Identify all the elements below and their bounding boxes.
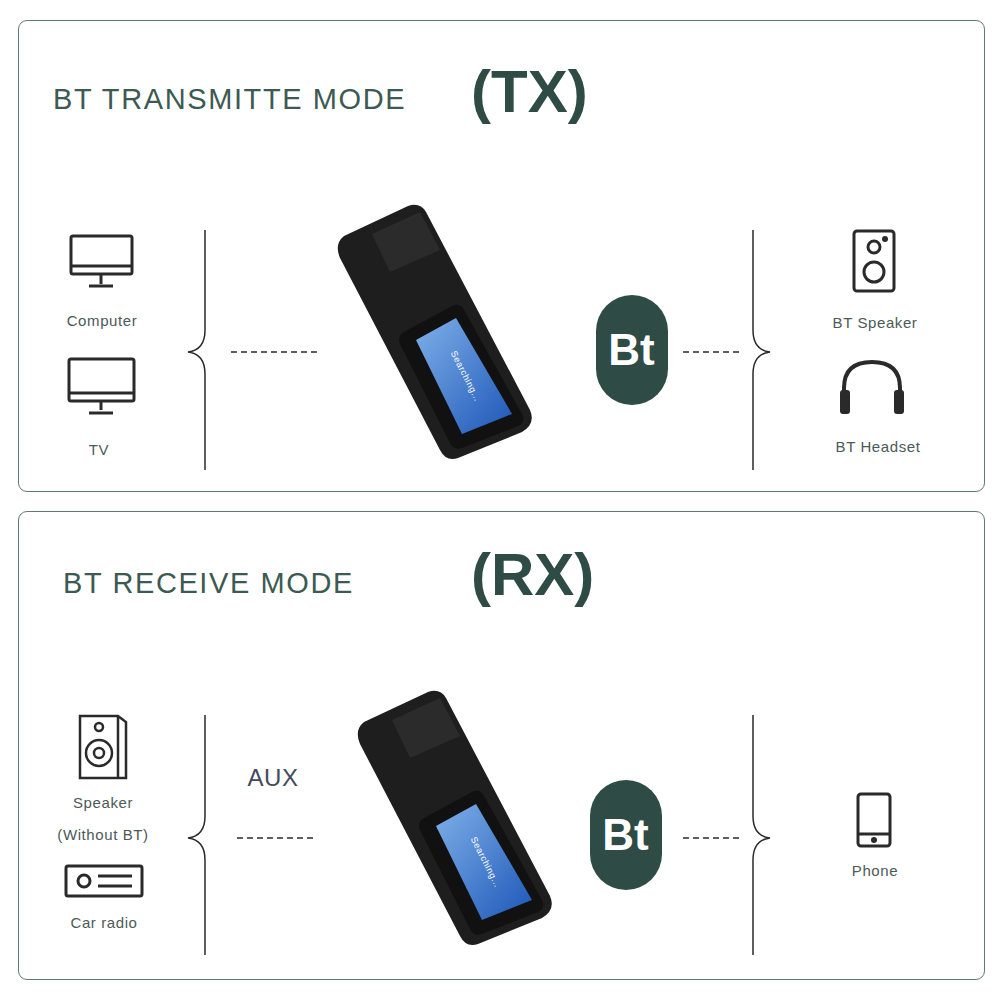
hifi-speaker-icon — [80, 716, 126, 778]
bracket — [188, 715, 205, 955]
bt-text: Bt — [608, 325, 654, 375]
dashed-link — [683, 837, 740, 839]
mode-heading: BT TRANSMITTE MODE — [53, 83, 406, 116]
dashed-link — [231, 351, 318, 353]
tv-icon — [69, 359, 134, 413]
adapter-device — [338, 205, 532, 459]
bracket — [753, 715, 770, 955]
device-label: Car radio — [70, 907, 137, 939]
mode-code: (RX) — [471, 540, 594, 609]
device-label: BT Speaker — [833, 307, 918, 339]
device-label: Speaker (Without BT) — [44, 787, 162, 851]
phone-icon — [858, 794, 890, 846]
adapter-device — [358, 691, 552, 945]
screen-text: Searching... — [449, 349, 483, 403]
bracket — [188, 230, 205, 470]
computer-icon — [71, 236, 132, 286]
mode-panel: BT RECEIVE MODE (RX) Bt — [18, 511, 985, 980]
bracket — [753, 230, 770, 470]
mode-heading: BT RECEIVE MODE — [63, 567, 354, 600]
screen-text: Searching... — [469, 835, 503, 889]
speaker-icon — [854, 231, 894, 291]
headset-icon — [840, 362, 904, 414]
device-label: BT Headset — [836, 431, 921, 463]
device-label: Computer — [67, 305, 138, 337]
bt-badge: Bt — [596, 295, 668, 405]
mode-code: (TX) — [471, 57, 588, 126]
dashed-link — [237, 837, 316, 839]
dashed-link — [683, 351, 740, 353]
device-label: Phone — [852, 855, 898, 887]
bt-text: Bt — [602, 810, 648, 860]
car-radio-icon — [66, 866, 142, 896]
device-label: TV — [89, 434, 109, 466]
port-label: AUX — [247, 764, 298, 792]
bt-badge: Bt — [590, 780, 662, 890]
mode-panel: BT TRANSMITTE MODE (TX) Bt — [18, 20, 985, 492]
